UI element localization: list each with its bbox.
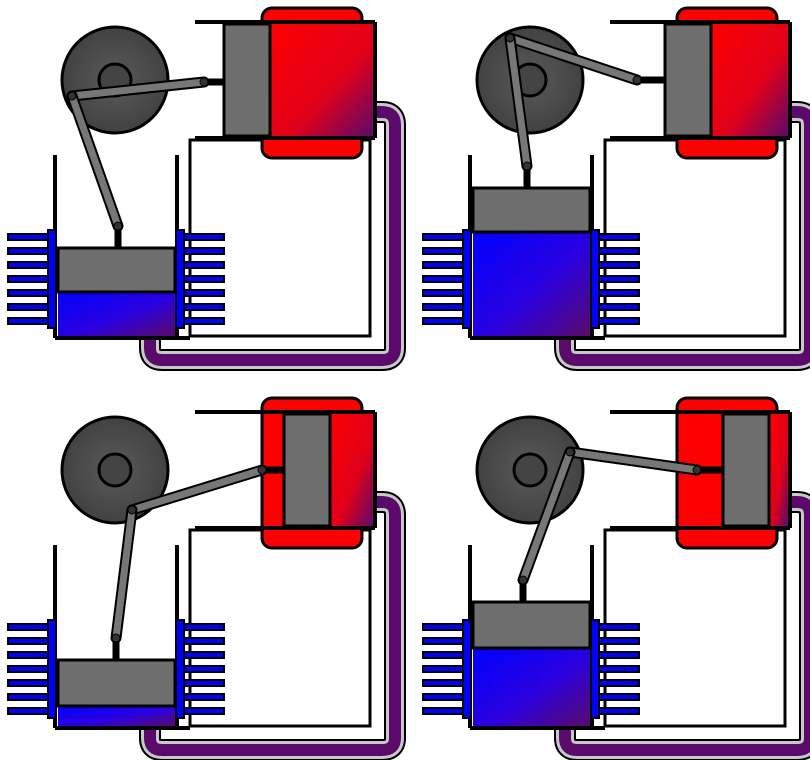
hot-gas bbox=[707, 24, 788, 136]
cooling-fins-left bbox=[7, 619, 57, 719]
flywheel-hub bbox=[97, 452, 133, 488]
hot-piston bbox=[663, 22, 713, 138]
panel-2 bbox=[422, 6, 810, 371]
cooling-fins-left bbox=[422, 229, 472, 329]
cold-gas bbox=[473, 648, 590, 726]
panel-1 bbox=[7, 6, 406, 371]
cold-gas bbox=[473, 232, 590, 336]
cooling-fins-right bbox=[175, 619, 225, 719]
hot-gas bbox=[268, 24, 373, 136]
cold-gas bbox=[58, 292, 175, 336]
cold-piston bbox=[56, 246, 177, 294]
cold-piston bbox=[471, 600, 592, 650]
cooling-fins-right bbox=[590, 619, 640, 719]
cooling-fins-left bbox=[422, 619, 472, 719]
hot-gas bbox=[328, 414, 373, 526]
transfer-pipe bbox=[144, 496, 401, 756]
cooling-fins-left bbox=[7, 229, 57, 329]
transfer-pipe bbox=[559, 496, 810, 756]
cooling-fins-right bbox=[175, 229, 225, 329]
cooling-fins-right bbox=[590, 229, 640, 329]
hot-piston bbox=[721, 412, 771, 528]
transfer-pipe bbox=[559, 106, 810, 366]
cold-piston bbox=[471, 186, 592, 234]
hot-piston bbox=[282, 412, 332, 528]
hot-gas bbox=[767, 414, 788, 526]
panel-3 bbox=[7, 396, 406, 760]
flywheel-hub bbox=[512, 452, 548, 488]
hot-piston bbox=[222, 22, 272, 138]
cold-gas bbox=[58, 706, 175, 726]
panel-4 bbox=[422, 396, 810, 760]
cold-piston bbox=[56, 658, 177, 708]
